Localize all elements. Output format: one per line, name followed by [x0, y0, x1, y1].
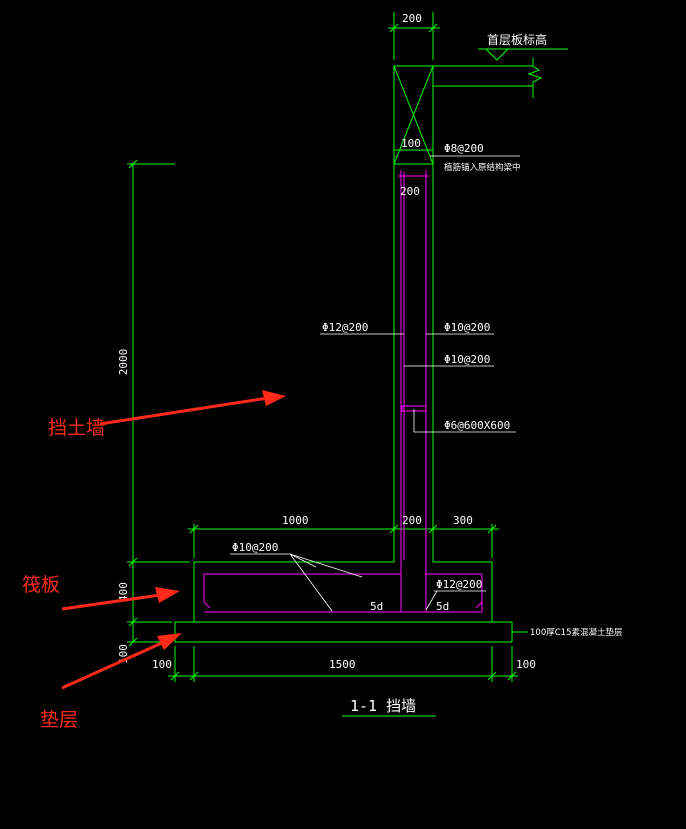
dim-cushion-left: 100 [152, 658, 172, 671]
structure-outline [127, 12, 568, 717]
floor-level-label: 首层板标高 [487, 32, 547, 47]
top-rebar-label: Φ8@200 [444, 142, 484, 155]
dim-slab-wall-width: 200 [402, 514, 422, 527]
lap-right-label: 5d [436, 600, 449, 613]
cushion-note: 100厚C15素混凝土垫层 [530, 627, 622, 638]
dim-cushion-right: 100 [516, 658, 536, 671]
slab-bottom-rebar-label: Φ12@200 [436, 578, 482, 591]
dim-inner-top-offset: 100 [401, 137, 421, 150]
section-title: 1-1 挡墙 [350, 697, 416, 715]
wall-rebar-right-label-1: Φ10@200 [444, 321, 490, 334]
dim-slab-thickness: 400 [117, 582, 130, 602]
lap-left-label: 5d [370, 600, 383, 613]
dim-slab-left-ext: 1000 [282, 514, 309, 527]
annotation-raft-slab: 筏板 [22, 574, 60, 596]
annotation-retaining-wall: 挡土墙 [48, 417, 105, 439]
dim-slab-total: 1500 [329, 658, 356, 671]
annotation-cushion: 垫层 [40, 709, 78, 731]
dim-slab-right-ext: 300 [453, 514, 473, 527]
dim-wall-height: 2000 [117, 349, 130, 376]
dim-inner-width: 200 [400, 185, 420, 198]
slab-top-rebar-label: Φ10@200 [232, 541, 278, 554]
tie-rebar-label: Φ6@600X600 [444, 419, 510, 432]
dim-wall-thickness-top: 200 [402, 12, 422, 25]
wall-rebar-right-label-2: Φ10@200 [444, 353, 490, 366]
wall-rebar-left-label: Φ12@200 [322, 321, 368, 334]
annotation-arrows [61, 390, 286, 690]
anchor-note: 植筋锚入原结构梁中 [444, 162, 521, 173]
rebar-leaders [230, 155, 520, 612]
